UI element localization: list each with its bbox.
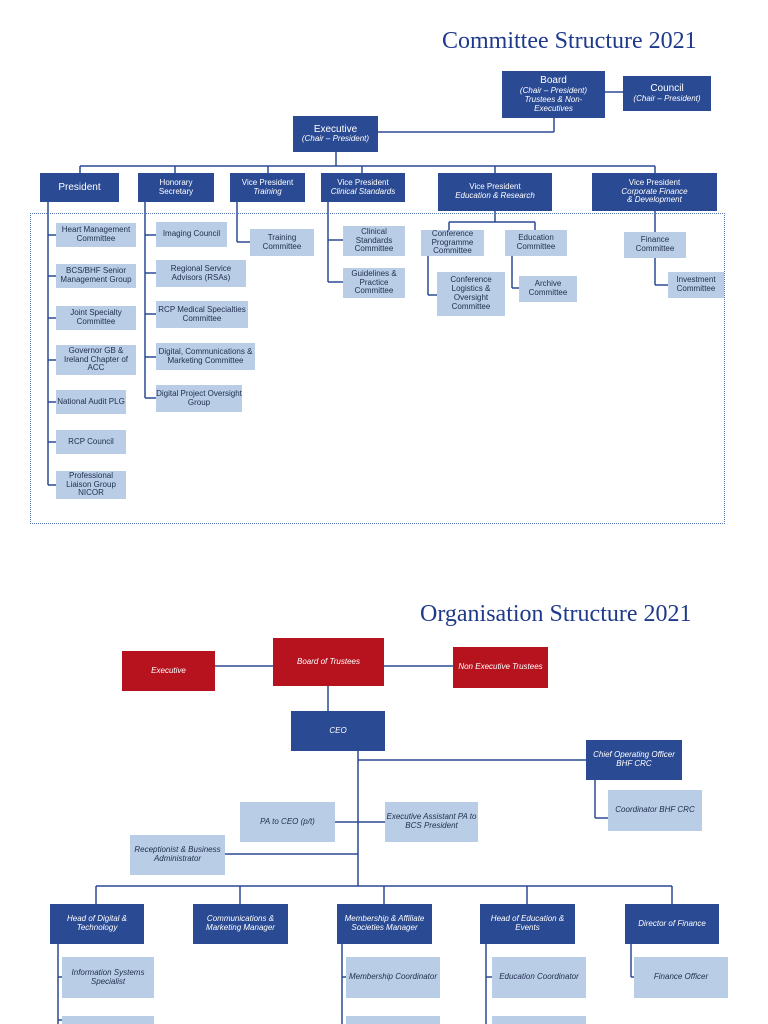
committee-item: Conference Programme Committee [421, 230, 484, 256]
committee-item: Finance Committee [624, 232, 686, 258]
board-box: Board (Chair – President) Trustees & Non… [502, 71, 605, 118]
committee-item: BCS/BHF Senior Management Group [56, 264, 136, 288]
board-sub3: Executives [534, 103, 573, 113]
head-vp-clinical-l2: Clinical Standards [330, 186, 396, 196]
head-president: President [40, 173, 119, 202]
head-vp-finance-l2: Corporate Finance [621, 186, 688, 196]
committee-item: Joint Specialty Committee [56, 306, 136, 330]
head-honorary-l2: Secretary [158, 186, 194, 196]
head-vp-clinical: Vice President Clinical Standards [321, 173, 405, 202]
org-head-finance: Director of Finance [625, 904, 719, 944]
org-exec-assistant: Executive Assistant PA to BCS President [385, 802, 478, 842]
board-label: Board [540, 75, 567, 87]
committee-item: Governor GB & Ireland Chapter of ACC [56, 345, 136, 375]
org-pa-ceo: PA to CEO (p/t) [240, 802, 335, 842]
committee-item: Clinical Standards Committee [343, 226, 405, 256]
board-sub1: (Chair – President) [519, 85, 588, 95]
committee-title: Committee Structure 2021 [442, 28, 697, 54]
head-vp-finance-l3: & Development [627, 195, 682, 205]
committee-item: Heart Management Committee [56, 223, 136, 247]
head-vp-clinical-l1: Vice President [337, 177, 389, 187]
council-label: Council [650, 83, 684, 95]
committee-item: Training Committee [250, 229, 314, 256]
committee-item: Digital Project Oversight Group [156, 385, 242, 412]
head-vp-training: Vice President Training [230, 173, 305, 202]
org-sub-cut-3 [492, 1016, 586, 1024]
head-vp-training-l2: Training [253, 186, 282, 196]
org-non-executive: Non Executive Trustees [453, 647, 548, 688]
head-vp-training-l1: Vice President [241, 177, 294, 187]
org-sub-info-systems: Information Systems Specialist [62, 957, 154, 998]
committee-item: Education Committee [505, 230, 567, 256]
head-honorary-secretary: Honorary Secretary [138, 173, 214, 202]
executive-box: Executive (Chair – President) [293, 116, 378, 152]
committee-item: RCP Council [56, 430, 126, 454]
committee-item: Investment Committee [668, 272, 724, 298]
organisation-title: Organisation Structure 2021 [420, 601, 692, 627]
head-vp-education-l1: Vice President [469, 182, 521, 192]
committee-group-border [30, 213, 725, 524]
org-head-membership: Membership & Affiliate Societies Manager [337, 904, 432, 944]
org-coordinator: Coordinator BHF CRC [608, 790, 702, 831]
org-receptionist: Receptionist & Business Administrator [130, 835, 225, 875]
board-sub2: Trustees & Non- [524, 94, 583, 104]
org-head-education: Head of Education & Events [480, 904, 575, 944]
committee-item: Regional Service Advisors (RSAs) [156, 260, 246, 287]
head-vp-education: Vice President Education & Research [438, 173, 552, 211]
head-vp-finance: Vice President Corporate Finance & Devel… [592, 173, 717, 211]
head-president-label: President [58, 181, 101, 193]
executive-sub: (Chair – President) [301, 134, 370, 144]
org-head-digital: Head of Digital & Technology [50, 904, 144, 944]
council-sub: (Chair – President) [633, 93, 701, 103]
committee-item: RCP Medical Specialties Committee [156, 301, 248, 328]
org-sub-finance-officer: Finance Officer [634, 957, 728, 998]
head-honorary-l1: Honorary [159, 177, 193, 187]
head-vp-finance-l1: Vice President [628, 177, 681, 187]
org-sub-education: Education Coordinator [492, 957, 586, 998]
org-head-comms: Communications & Marketing Manager [193, 904, 288, 944]
org-ceo: CEO [291, 711, 385, 751]
committee-item: Imaging Council [156, 222, 227, 247]
council-box: Council (Chair – President) [623, 76, 711, 111]
committee-item: Professional Liaison Group NICOR [56, 471, 126, 499]
org-sub-cut-1 [62, 1016, 154, 1024]
org-sub-cut-2 [346, 1016, 440, 1024]
org-executive: Executive [122, 651, 215, 691]
org-board-of-trustees: Board of Trustees [273, 638, 384, 686]
head-vp-education-l2: Education & Research [455, 191, 535, 200]
org-sub-membership: Membership Coordinator [346, 957, 440, 998]
org-coo: Chief Operating Officer BHF CRC [586, 740, 682, 780]
committee-item: Digital, Communications & Marketing Comm… [156, 343, 255, 370]
executive-label: Executive [313, 123, 358, 135]
committee-item: National Audit PLG [56, 390, 126, 414]
committee-item: Guidelines & Practice Committee [343, 268, 405, 298]
committee-item: Conference Logistics & Oversight Committ… [437, 272, 505, 316]
committee-item: Archive Committee [519, 276, 577, 302]
